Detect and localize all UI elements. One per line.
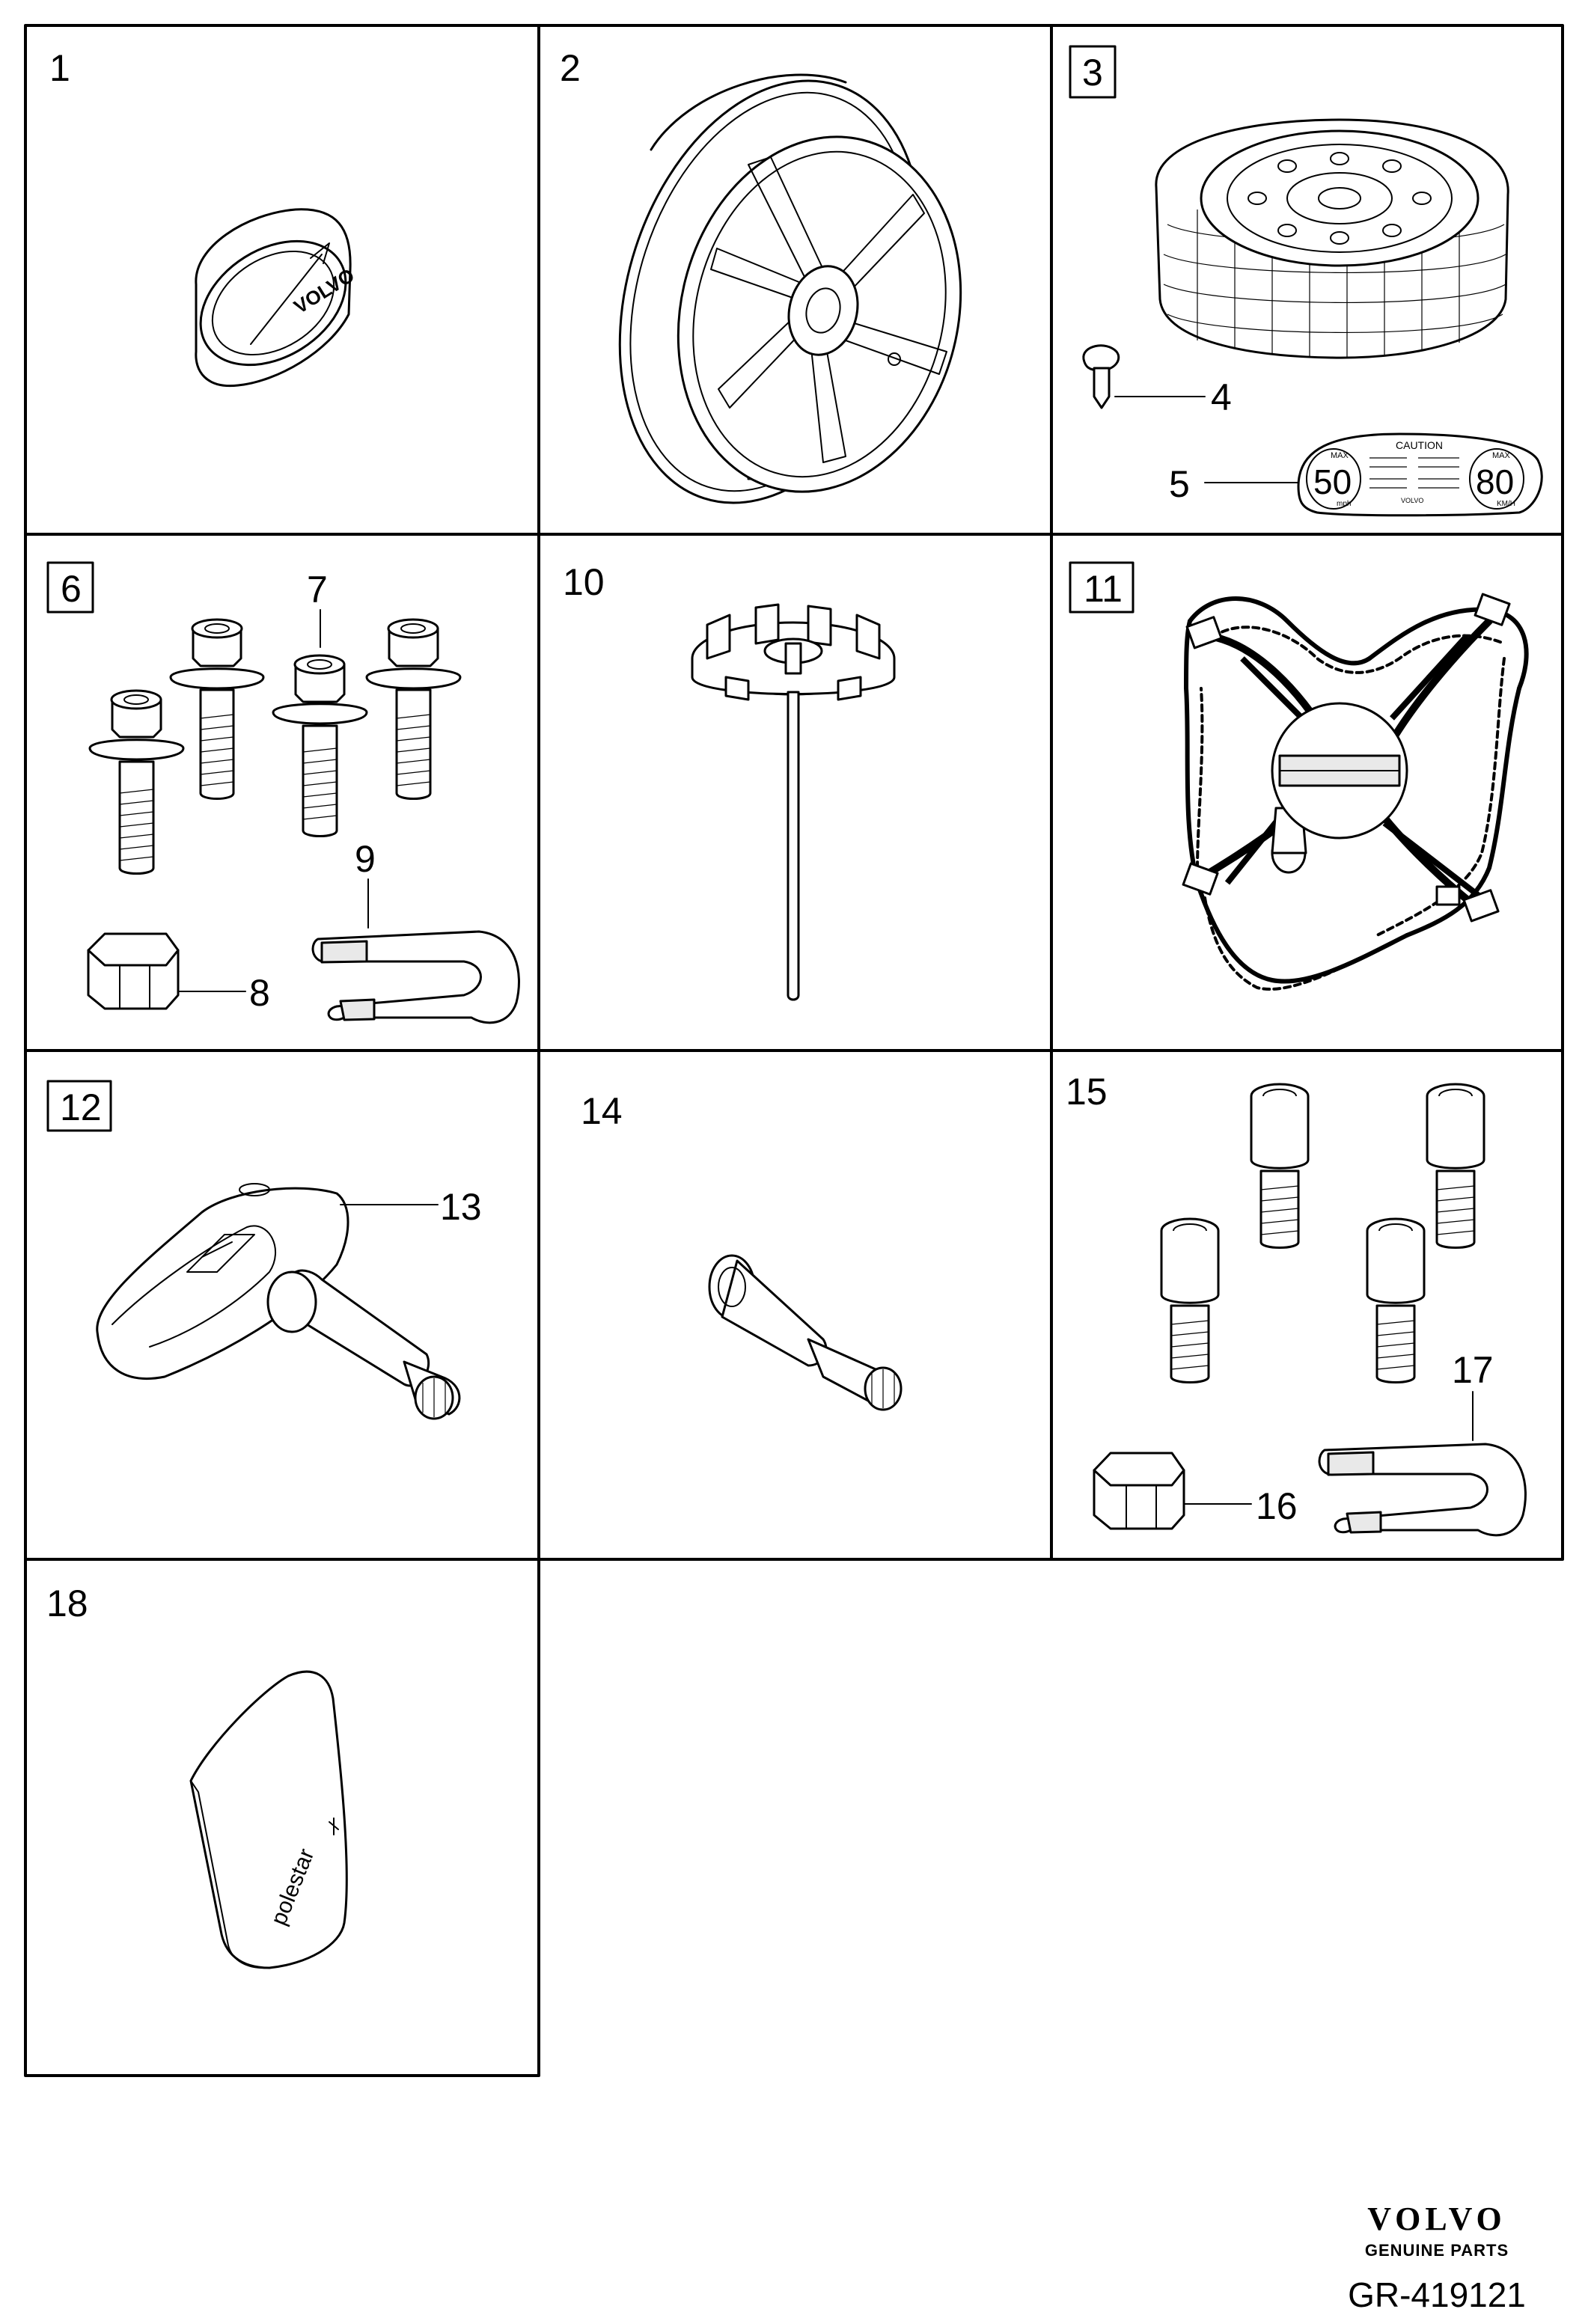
part-label-12: 12 <box>60 1086 102 1128</box>
panel-1-center-cap: 1 VOLVO <box>49 47 358 388</box>
polestar-badge-icon: polestar <box>189 1670 348 1969</box>
part-box-11 <box>1069 561 1135 614</box>
part-label-10: 10 <box>563 561 605 603</box>
part-box-6 <box>46 561 94 614</box>
bolt-cap-icon <box>87 932 246 1010</box>
decal-max-left: MAX <box>1331 451 1349 460</box>
part-label-13: 13 <box>440 1186 482 1228</box>
wheel-bolt-icon <box>88 618 462 875</box>
center-cap-icon: VOLVO <box>195 208 358 388</box>
panel-3-spare-wheel: 3 <box>1069 45 1543 517</box>
part-label-3: 3 <box>1082 52 1103 94</box>
part-label-15: 15 <box>1066 1071 1108 1113</box>
figure-reference: GR-419121 <box>1348 2275 1526 2314</box>
decal-brand-text: VOLVO <box>1401 497 1423 504</box>
tpms-valve-icon <box>708 1254 903 1411</box>
part-label-4: 4 <box>1211 376 1232 418</box>
locking-bolt-cap-icon <box>1093 1452 1252 1530</box>
part-label-5: 5 <box>1169 463 1190 505</box>
bolt-remover-tool-icon <box>311 930 520 1024</box>
decal-kmh-value: 80 <box>1476 462 1514 501</box>
part-label-8: 8 <box>249 972 270 1014</box>
locking-bolt-tool-icon <box>1318 1443 1527 1537</box>
panel-12-tpms-sensor: 12 13 <box>46 1080 482 1420</box>
decal-max-right: MAX <box>1492 451 1511 460</box>
decal-kmh-unit: KM/H <box>1497 500 1515 508</box>
panel-10-tool: 10 <box>563 561 896 1001</box>
panel-14-valve: 14 <box>581 1090 903 1411</box>
footer-brand: VOLVO <box>1367 2201 1506 2237</box>
part-label-16: 16 <box>1256 1485 1298 1527</box>
part-label-6: 6 <box>61 568 82 610</box>
part-box-12 <box>46 1080 112 1132</box>
decal-caution-text: CAUTION <box>1396 439 1443 451</box>
panel-15-locking-bolts: 15 <box>1066 1071 1527 1537</box>
panel-2-alloy-wheel: 2 <box>560 47 962 504</box>
panel-18-polestar-badge: 18 polestar <box>46 1583 348 1969</box>
decal-mph-unit: mph <box>1337 500 1351 508</box>
speed-decal-icon: 50 80 MAX MAX mph KM/H CAUTION VOLVO <box>1204 432 1543 517</box>
part-label-17: 17 <box>1452 1349 1494 1391</box>
part-label-9: 9 <box>355 838 376 880</box>
row-4-frame <box>24 1558 540 2077</box>
snow-chain-icon <box>1182 593 1529 991</box>
spare-wheel-icon <box>1155 118 1509 359</box>
hub-tool-icon <box>691 603 896 1001</box>
part-label-2: 2 <box>560 47 581 89</box>
valve-stem-icon <box>1082 344 1206 409</box>
part-label-7: 7 <box>307 569 328 611</box>
row-3-frame <box>24 1049 1564 1561</box>
part-box-3 <box>1069 45 1117 99</box>
panel-grid <box>24 24 1564 2077</box>
part-label-18: 18 <box>46 1583 88 1624</box>
alloy-wheel-icon <box>618 73 962 504</box>
locking-bolt-icon <box>1160 1083 1485 1383</box>
part-label-11: 11 <box>1084 568 1123 610</box>
footer-subtitle: GENUINE PARTS <box>1364 2241 1509 2260</box>
part-label-1: 1 <box>49 47 70 89</box>
part-label-14: 14 <box>581 1090 623 1132</box>
decal-mph-value: 50 <box>1313 462 1352 501</box>
panel-11-snow-chains: 11 <box>1069 561 1529 991</box>
tpms-sensor-icon <box>96 1183 461 1420</box>
panel-6-wheel-bolts: 6 7 <box>46 561 520 1024</box>
